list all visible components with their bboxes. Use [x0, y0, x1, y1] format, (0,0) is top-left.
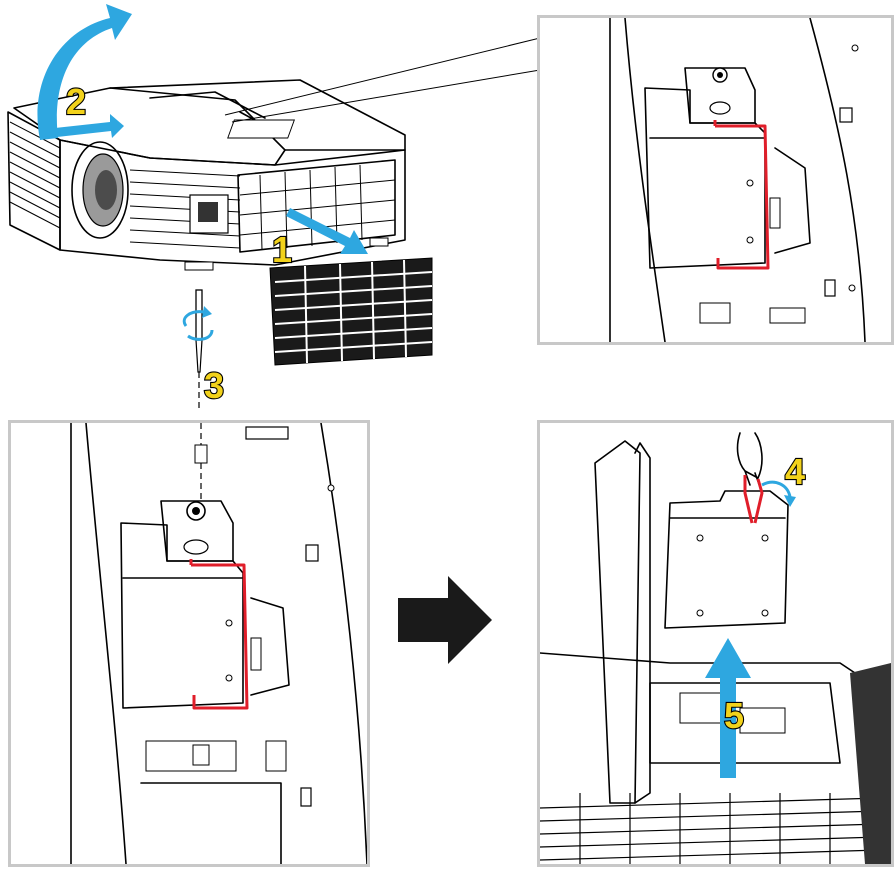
step-2-label: 2: [66, 81, 86, 122]
arrow-right-icon: [398, 576, 492, 664]
step-4-label: 4: [785, 451, 805, 492]
panel-remove-lamp: [537, 420, 894, 867]
body-vents: [540, 793, 881, 864]
projector-overview: [7, 4, 540, 410]
remove-filter-arrow-icon: [286, 208, 368, 254]
lamp-removal-closeup: [540, 432, 891, 864]
projector-body: [7, 79, 406, 271]
panel-unscrew-lamp: [8, 420, 370, 867]
open-cover-curved-arrow-icon: [37, 4, 132, 140]
front-vents: [9, 121, 61, 229]
projector-lens: [71, 141, 129, 239]
lamp-compartment-closeup: [609, 18, 866, 342]
zoom-panel-lamp-compartment: [537, 15, 894, 345]
lamp-screw-closeup: [70, 423, 367, 864]
slide-cover-arrow-icon: [55, 114, 124, 138]
lift-lamp-arrow-icon: [705, 638, 751, 778]
step-1-label: 1: [272, 229, 292, 270]
rotate-icon: [182, 306, 214, 341]
filter-grille: [269, 257, 433, 366]
step-3-label: 3: [204, 365, 224, 406]
step-5-label: 5: [724, 695, 744, 736]
